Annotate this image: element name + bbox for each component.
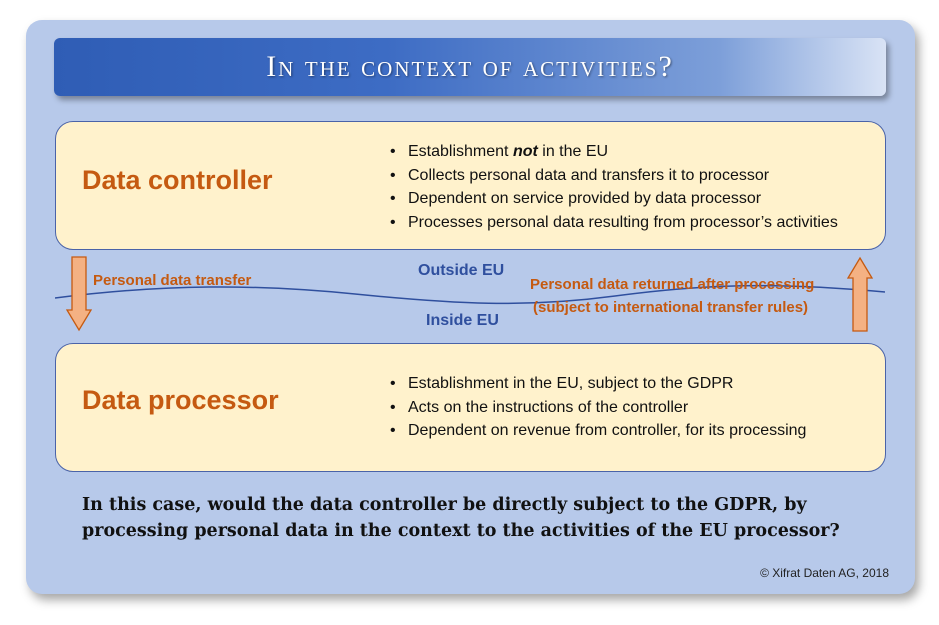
- data-controller-bullets: Establishment not in the EU Collects per…: [388, 140, 838, 234]
- outside-eu-label: Outside EU: [418, 262, 505, 279]
- data-processor-bullets: Establishment in the EU, subject to the …: [388, 372, 806, 443]
- controller-bullet-4: Processes personal data resulting from p…: [388, 211, 838, 235]
- processor-bullet-3: Dependent on revenue from controller, fo…: [388, 419, 806, 443]
- transfer-arrow-down: [66, 256, 92, 332]
- data-processor-title: Data processor: [82, 385, 279, 415]
- controller-bullet-1: Establishment not in the EU: [388, 140, 838, 164]
- return-arrow-up: [847, 256, 873, 332]
- data-processor-box: Data processor Establishment in the EU, …: [55, 343, 886, 472]
- eu-boundary-line: [55, 284, 885, 305]
- copyright-text: © Xifrat Daten AG, 2018: [760, 566, 889, 580]
- controller-bullet-3: Dependent on service provided by data pr…: [388, 187, 838, 211]
- processor-bullet-2: Acts on the instructions of the controll…: [388, 396, 806, 420]
- inside-eu-label: Inside EU: [426, 312, 499, 329]
- slide-title: In the context of activities?: [266, 50, 674, 83]
- processor-bullet-1: Establishment in the EU, subject to the …: [388, 372, 806, 396]
- return-label-line-2: (subject to international transfer rules…: [533, 299, 809, 316]
- controller-bullet-2: Collects personal data and transfers it …: [388, 164, 838, 188]
- data-controller-box: Data controller Establishment not in the…: [55, 121, 886, 250]
- slide-card: [26, 20, 915, 594]
- title-bar: In the context of activities?: [54, 38, 886, 96]
- transfer-label: Personal data transfer: [93, 272, 252, 289]
- return-label-line-1: Personal data returned after processing: [530, 276, 815, 293]
- question-text: In this case, would the data controller …: [82, 495, 840, 541]
- data-controller-title: Data controller: [82, 165, 273, 195]
